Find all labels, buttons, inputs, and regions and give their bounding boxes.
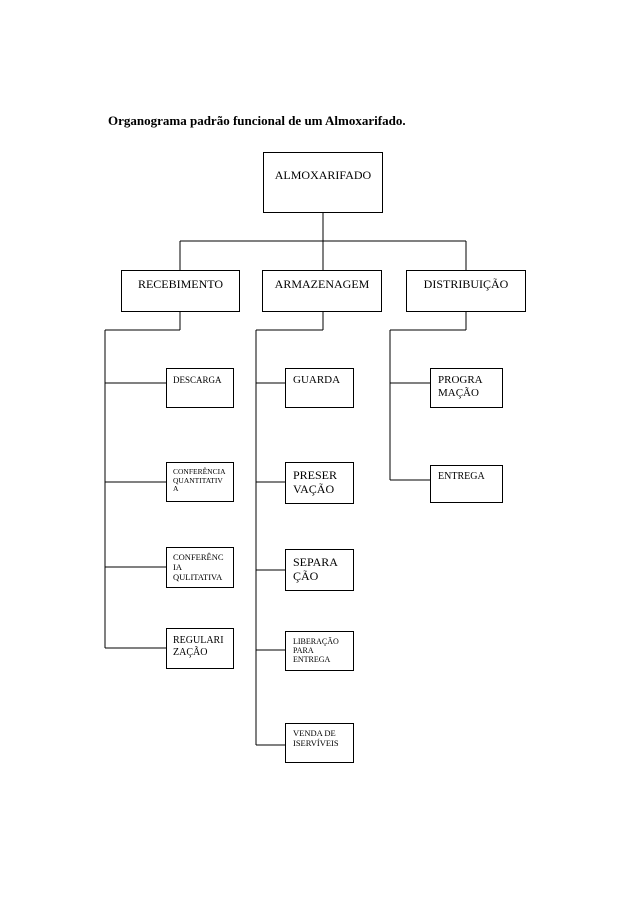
task-box-guarda: GUARDA (285, 368, 354, 408)
task-box-descarga: DESCARGA (166, 368, 234, 408)
task-box-liberacao-para-entrega: LIBERAÇÃO PARA ENTREGA (285, 631, 354, 671)
task-label-separacao: SEPARA ÇÃO (293, 555, 338, 583)
task-label-conferencia-quantitativa: CONFERÊNCIA QUANTITATIV A (173, 467, 226, 494)
dept-box-recebimento: RECEBIMENTO (121, 270, 240, 312)
task-box-conferencia-quantitativa: CONFERÊNCIA QUANTITATIV A (166, 462, 234, 502)
task-label-liberacao-para-entrega: LIBERAÇÃO PARA ENTREGA (293, 637, 339, 665)
task-label-conferencia-qualitativa: CONFERÊNC IA QULITATIVA (173, 552, 224, 582)
task-label-venda-de-inserviveis: VENDA DE ISERVÍVEIS (293, 728, 339, 748)
dept-label-distribuicao: DISTRIBUIÇÃO (423, 277, 509, 291)
task-label-guarda: GUARDA (293, 374, 341, 386)
task-box-venda-de-inserviveis: VENDA DE ISERVÍVEIS (285, 723, 354, 763)
task-box-entrega: ENTREGA (430, 465, 503, 503)
root-box: ALMOXARIFADO (263, 152, 383, 213)
dept-box-armazenagem: ARMAZENAGEM (262, 270, 382, 312)
task-box-programacao: PROGRA MAÇÃO (430, 368, 503, 408)
diagram-title: Organograma padrão funcional de um Almox… (108, 113, 406, 128)
task-box-separacao: SEPARA ÇÃO (285, 549, 354, 591)
task-label-regularizacao: REGULARI ZAÇÃO (173, 635, 224, 658)
task-label-programacao: PROGRA MAÇÃO (438, 374, 483, 399)
dept-label-recebimento: RECEBIMENTO (137, 277, 224, 291)
task-label-descarga: DESCARGA (173, 375, 222, 385)
dept-label-armazenagem: ARMAZENAGEM (274, 277, 370, 291)
task-label-preservacao: PRESER VAÇÃO (293, 468, 338, 496)
task-box-preservacao: PRESER VAÇÃO (285, 462, 354, 504)
task-label-entrega: ENTREGA (438, 471, 485, 482)
root-label: ALMOXARIFADO (274, 168, 372, 182)
task-box-conferencia-qualitativa: CONFERÊNC IA QULITATIVA (166, 547, 234, 588)
task-box-regularizacao: REGULARI ZAÇÃO (166, 628, 234, 669)
dept-box-distribuicao: DISTRIBUIÇÃO (406, 270, 526, 312)
